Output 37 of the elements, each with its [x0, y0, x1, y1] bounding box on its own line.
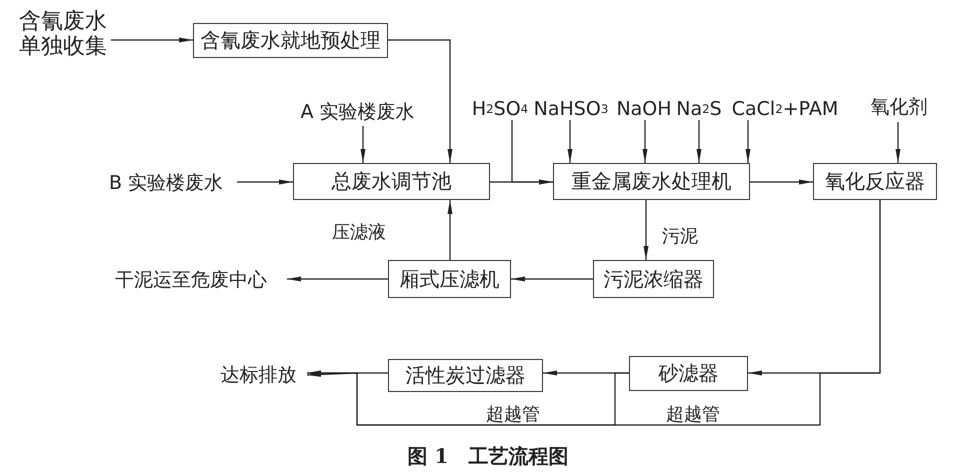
process-box: 污泥浓缩器: [593, 260, 714, 298]
edge-label: 压滤液: [330, 224, 388, 242]
arrow: [750, 180, 813, 184]
arrow: [388, 39, 452, 163]
stream-label: 干泥运至危废中心: [95, 267, 287, 293]
arrow: [307, 200, 881, 426]
arrow: [896, 122, 900, 163]
arrow: [287, 276, 388, 282]
process-box: 氧化反应器: [813, 163, 937, 200]
arrow: [644, 200, 648, 260]
stream-label: 氧化剂: [862, 92, 936, 122]
arrow: [111, 38, 193, 42]
process-box: 总废水调节池: [293, 163, 490, 200]
process-box: 重金属废水处理机: [553, 163, 750, 200]
stream-label: NaOH: [614, 98, 674, 120]
edge-label: 超越管: [664, 406, 722, 424]
arrow: [360, 126, 366, 163]
process-box: 砂滤器: [629, 356, 748, 391]
figure-caption: 图 1 工艺流程图: [408, 444, 568, 468]
stream-label: A 实验楼废水: [285, 98, 430, 126]
process-box: 厢式压滤机: [388, 260, 511, 298]
arrow: [306, 372, 629, 426]
edge-label: 超越管: [484, 406, 542, 424]
stream-label: 含氰废水单独收集: [15, 8, 111, 60]
process-box: 活性炭过滤器: [388, 359, 543, 392]
stream-label: B 实验楼废水: [95, 170, 237, 196]
arrow: [448, 200, 452, 260]
arrow: [696, 120, 702, 163]
edge-label: 污泥: [660, 228, 700, 246]
arrow: [511, 276, 593, 282]
arrow: [511, 120, 553, 184]
stream-label: 达标排放: [210, 362, 307, 388]
arrow: [746, 120, 750, 163]
process-box: 含氰废水就地预处理: [193, 23, 388, 58]
arrow: [568, 120, 572, 163]
arrow: [642, 120, 648, 163]
arrow: [237, 180, 293, 184]
